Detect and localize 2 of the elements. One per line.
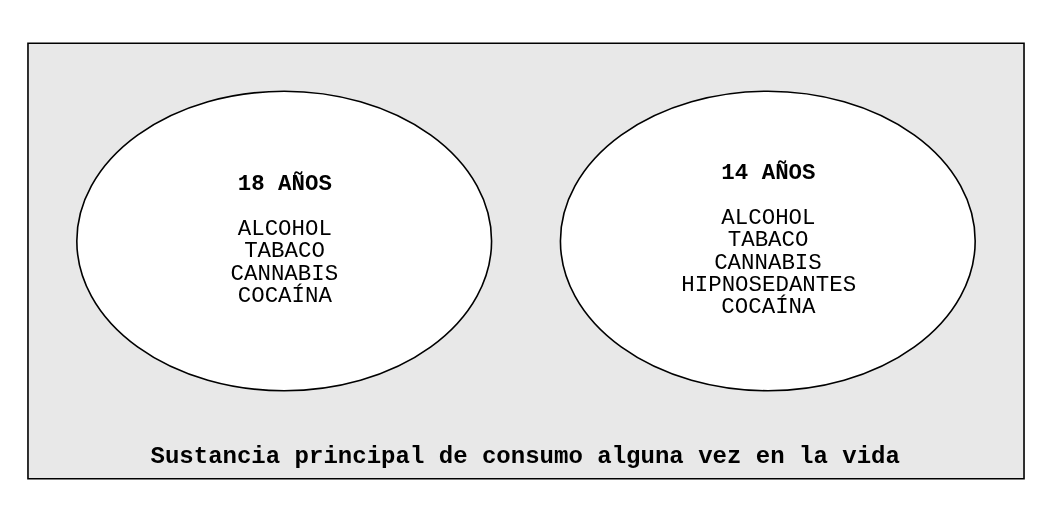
node-ellipse: 14 AÑOS ALCOHOL TABACO CANNABIS HIPNOSEDANTES COCAÍNA — [559, 89, 976, 391]
node-ellipse: 18 AÑOS ALCOHOL TABACO CANNABIS COCAÍNA — [76, 89, 493, 391]
